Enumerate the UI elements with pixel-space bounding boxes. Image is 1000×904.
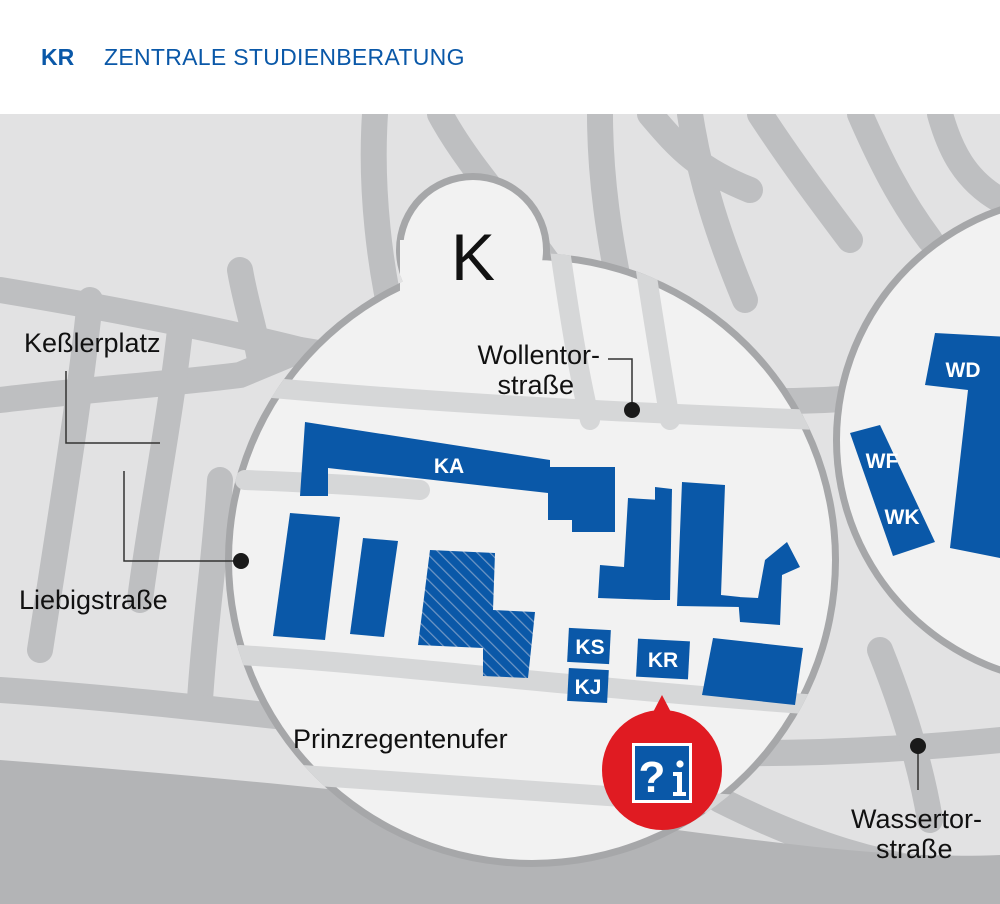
building-kr-shape <box>636 638 690 680</box>
street-marker-wassertorstrasse <box>910 738 926 754</box>
building-shape <box>655 487 672 600</box>
header: KR ZENTRALE STUDIENBERATUNG <box>0 0 1000 114</box>
street-label-wassertor-line1: Wassertor- <box>851 804 982 834</box>
building-hatched <box>418 550 535 678</box>
street-label-liebigstrasse: Liebigstraße <box>19 585 168 615</box>
header-code: KR <box>41 44 75 70</box>
street-marker-liebigstrasse <box>233 553 249 569</box>
building-shape <box>598 498 660 600</box>
building-shape <box>677 482 740 607</box>
building-wd-shape <box>925 333 1000 560</box>
road-network <box>0 114 1000 893</box>
building-kj-shape <box>567 667 609 704</box>
building-ka-shape <box>300 422 615 532</box>
building-ka-label: KA <box>434 455 464 478</box>
building-ks-label: KS <box>575 636 604 659</box>
area-k-label: K <box>451 220 495 294</box>
building-shape <box>702 638 803 705</box>
inset-w <box>833 206 1000 674</box>
building-wf-label: WF <box>866 450 899 473</box>
street-label-kesslerplatz: Keßlerplatz <box>24 328 161 358</box>
building-wf-shape <box>850 425 935 556</box>
campus-map: KA KS KJ KR WD WF WK K Keßlerplatz Liebi… <box>0 114 1000 904</box>
street-label-wassertor-line2: straße <box>876 834 953 864</box>
building-wk-label: WK <box>885 506 920 529</box>
building-wd-label: WD <box>946 359 981 382</box>
inset-k <box>225 173 839 867</box>
building-shape <box>350 538 398 637</box>
leader-lines <box>65 358 919 790</box>
street-label-prinzregentenufer: Prinzregentenufer <box>293 724 508 754</box>
info-marker[interactable]: ? <box>602 695 722 830</box>
header-title: ZENTRALE STUDIENBERATUNG <box>104 44 465 70</box>
question-info-icon: ? <box>632 743 692 803</box>
street-label-wollentor-line2: straße <box>497 370 574 400</box>
svg-text:?: ? <box>639 753 666 802</box>
building-kr-label: KR <box>648 649 678 672</box>
building-ks-shape <box>567 627 611 665</box>
building-shape <box>738 542 800 625</box>
building-kj-label: KJ <box>575 676 602 699</box>
building-shape <box>273 513 340 640</box>
street-marker-wollentorstrasse <box>624 402 640 418</box>
street-label-wollentor-line1: Wollentor- <box>477 340 600 370</box>
